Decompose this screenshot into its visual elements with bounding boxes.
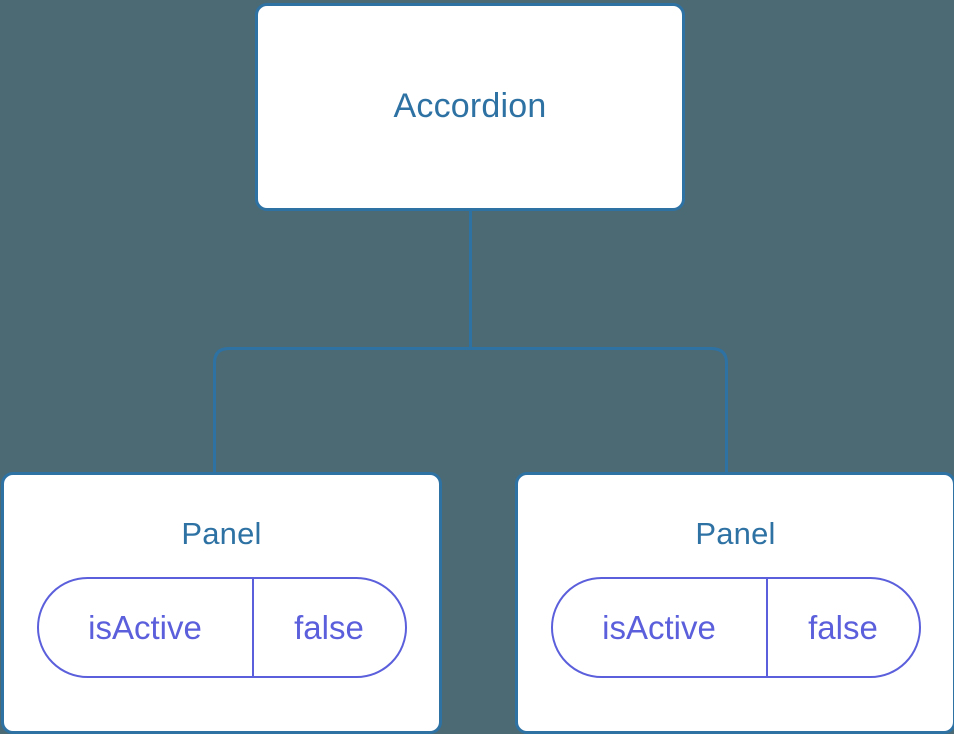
state-key-panel-0: isActive — [39, 579, 254, 677]
connector-to-panel-1 — [470, 347, 728, 474]
state-value-panel-1: false — [808, 609, 878, 647]
node-panel-1[interactable]: Panel isActive false — [515, 472, 954, 734]
node-accordion-label: Accordion — [393, 87, 547, 126]
state-badge-panel-1: isActive false — [550, 577, 921, 679]
state-key-panel-1: isActive — [553, 579, 768, 677]
node-panel-0[interactable]: Panel isActive false — [1, 472, 442, 734]
connector-to-panel-0 — [213, 347, 471, 474]
state-value-panel-0: false — [294, 609, 364, 647]
state-badge-panel-0: isActive false — [36, 577, 407, 679]
node-panel-1-label: Panel — [695, 516, 776, 551]
node-panel-0-label: Panel — [181, 516, 262, 551]
node-accordion[interactable]: Accordion — [255, 3, 685, 211]
